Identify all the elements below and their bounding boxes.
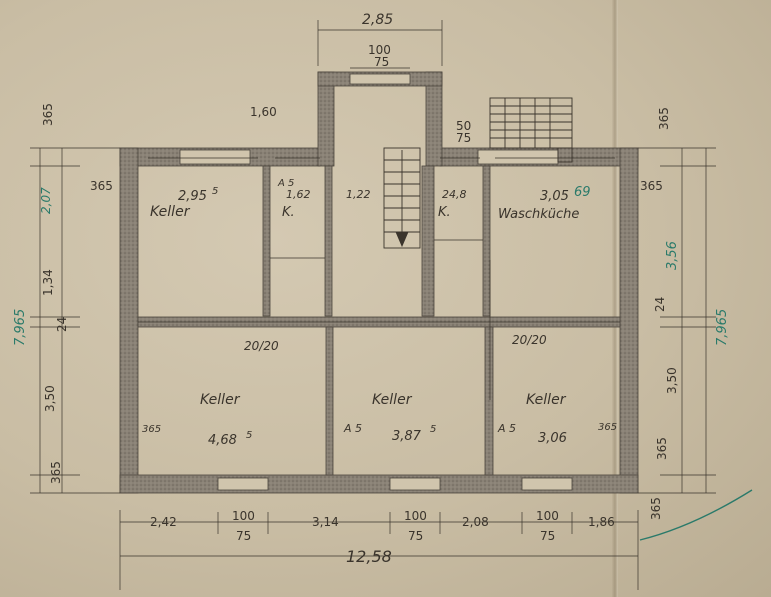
window-south-1 (217, 477, 269, 491)
dim-bottom-op2-b: 75 (408, 529, 423, 543)
dim-inner-365-right: 365 (640, 179, 663, 193)
outer-stairs (489, 97, 573, 163)
tower-window (349, 73, 411, 85)
dimension-lines (30, 20, 716, 590)
wall-partition-3 (421, 165, 435, 317)
dim-left-134: 1,34 (41, 269, 55, 296)
dim-bottom-op2-a: 100 (404, 509, 427, 523)
dim-bottom-op1-b: 75 (236, 529, 251, 543)
dim-right-356: 3,56 (665, 241, 680, 270)
dimension-labels: 2,85 100 75 1,60 50 75 20/20 20/20 365 2… (13, 12, 730, 566)
dim-left-350: 3,50 (43, 385, 57, 412)
room-sup2-keller-sw: 365 (142, 424, 161, 435)
window-south-2 (389, 477, 441, 491)
dim-wall-20-20-right: 20/20 (512, 333, 547, 347)
dim-right-365-bottom: 365 (655, 437, 669, 460)
window-north-2 (477, 149, 559, 165)
room-name-keller-sw: Keller (200, 392, 241, 408)
wall-partition-5 (325, 326, 334, 476)
room-width-k-right: 24,8 (442, 188, 467, 201)
room-sup-keller-sm: 5 (430, 424, 436, 435)
room-labels: Keller 2,95 5 K. 1,62 A 5 1,22 K. 24,8 W… (142, 178, 617, 448)
room-width-k-small: 1,62 (286, 188, 311, 201)
stair-width-label: 1,22 (346, 188, 371, 201)
room-sup-keller-sw: 5 (246, 430, 252, 441)
dim-bottom-total: 12,58 (346, 547, 392, 566)
dim-right-24: 24 (653, 297, 667, 312)
dim-left-365-bottom: 365 (49, 461, 63, 484)
north-openings (179, 73, 559, 165)
room-name-keller-sm: Keller (372, 392, 413, 408)
dim-right-350: 3,50 (665, 367, 679, 394)
dim-bottom-314: 3,14 (312, 515, 339, 529)
dim-inner-365-left: 365 (90, 179, 113, 193)
room-name-k-right: K. (438, 205, 451, 220)
dim-bottom-op1-a: 100 (232, 509, 255, 523)
south-windows (217, 477, 573, 491)
window-north-1 (179, 149, 251, 165)
room-width-keller-se: 3,06 (538, 431, 567, 446)
wall-partition-6 (484, 326, 494, 476)
dim-bottom-op3-b: 75 (540, 529, 555, 543)
dim-right-365-top: 365 (657, 107, 671, 130)
dim-top-opening-a: 100 (368, 43, 391, 57)
dim-right-total: 7,965 (715, 309, 730, 346)
green-pen-mark (639, 489, 753, 541)
room-name-waschkueche: Waschküche (498, 207, 579, 222)
paper-fold-line (612, 0, 618, 597)
wall-west (119, 147, 139, 494)
dim-bottom-208: 2,08 (462, 515, 489, 529)
dim-mid-opening-a: 50 (456, 119, 471, 133)
wall-partition-1 (262, 165, 271, 317)
walls (119, 71, 639, 494)
room-name-keller-se: Keller (526, 392, 567, 408)
window-south-3 (521, 477, 573, 491)
dim-160: 1,60 (250, 105, 277, 119)
room-name-keller-nw: Keller (150, 204, 191, 220)
dim-left-207: 2,07 (39, 187, 53, 214)
wall-partition-4 (482, 165, 491, 317)
dim-top-width: 2,85 (362, 12, 393, 28)
dim-bottom-186: 1,86 (588, 515, 615, 529)
dim-wall-20-20-left: 20/20 (244, 339, 279, 353)
staircase (383, 147, 421, 249)
room-width-keller-nw: 2,95 (178, 189, 207, 204)
wall-partition-2 (324, 165, 333, 317)
wall-east (619, 147, 639, 494)
dim-corner-365: 365 (649, 497, 663, 520)
room-pre-keller-sm: A 5 (343, 422, 362, 435)
dim-top-opening-b: 75 (374, 55, 389, 69)
room-post-keller-se: 365 (598, 422, 617, 433)
dim-left-365-top: 365 (41, 103, 55, 126)
room-width-keller-sm: 3,87 (392, 429, 422, 444)
dim-bottom-242: 2,42 (150, 515, 177, 529)
room-width-keller-sw: 4,68 (208, 433, 237, 448)
room-width-waschkueche: 3,05 (540, 189, 569, 204)
room-name-k-small: K. (282, 205, 295, 220)
room-width-sup-keller-nw: 5 (212, 186, 218, 197)
dim-left-total: 7,965 (13, 309, 28, 346)
dim-bottom-op3-a: 100 (536, 509, 559, 523)
room-green-waschkueche: 69 (574, 185, 591, 200)
room-pre-keller-se: A 5 (497, 422, 516, 435)
dim-left-24: 24 (55, 317, 69, 332)
room-extra-k-small: A 5 (277, 178, 294, 189)
dim-mid-opening-b: 75 (456, 131, 471, 145)
